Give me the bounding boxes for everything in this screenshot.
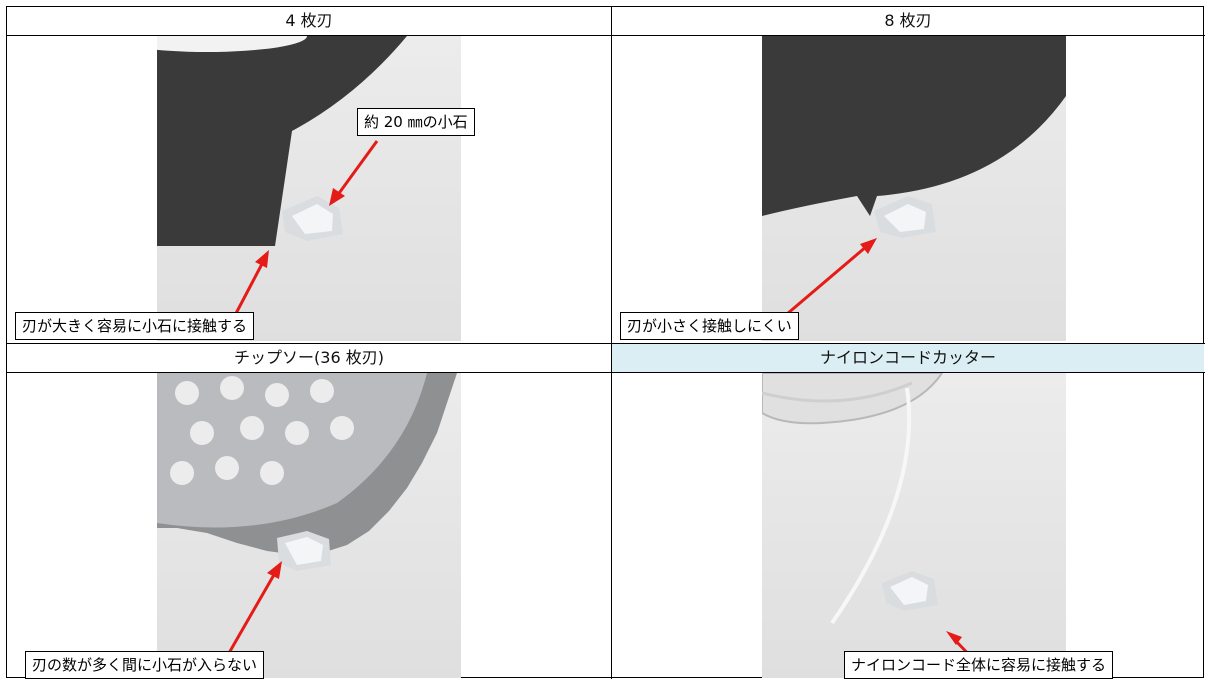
callout-tipsaw: 刃の数が多く間に小石が入らない (25, 651, 265, 679)
callout-nylon-cutter: ナイロンコード全体に容易に接触する (844, 651, 1114, 679)
row-divider (7, 343, 1205, 344)
panel-8-blade: 刃が小さく接触しにくい (612, 36, 1204, 343)
photo-4-blade (157, 36, 461, 341)
header-tipsaw: チップソー(36 枚刃) (234, 348, 384, 367)
photo-tipsaw (157, 373, 461, 678)
photo-nylon-cutter (762, 373, 1066, 678)
row-divider (7, 372, 1205, 373)
panel-nylon-cutter: ナイロンコード全体に容易に接触する (612, 373, 1204, 679)
header-8-blade: 8 枚刃 (884, 11, 932, 30)
row-divider (7, 35, 1205, 36)
header-nylon-cutter: ナイロンコードカッター (612, 344, 1204, 372)
callout-4-blade: 刃が大きく容易に小石に接触する (15, 312, 255, 340)
panel-tipsaw: 刃の数が多く間に小石が入らない (7, 373, 611, 679)
photo-8-blade (762, 36, 1066, 341)
header-4-blade: 4 枚刃 (285, 11, 333, 30)
panel-4-blade: 約 20 ㎜の小石 刃が大きく容易に小石に接触する (7, 36, 611, 343)
callout-8-blade: 刃が小さく接触しにくい (620, 312, 799, 340)
comparison-table: 4 枚刃 8 枚刃 チップソー(36 枚刃) ナイロンコードカッター 約 20 … (6, 6, 1205, 679)
callout-pebble-size: 約 20 ㎜の小石 (357, 108, 475, 136)
